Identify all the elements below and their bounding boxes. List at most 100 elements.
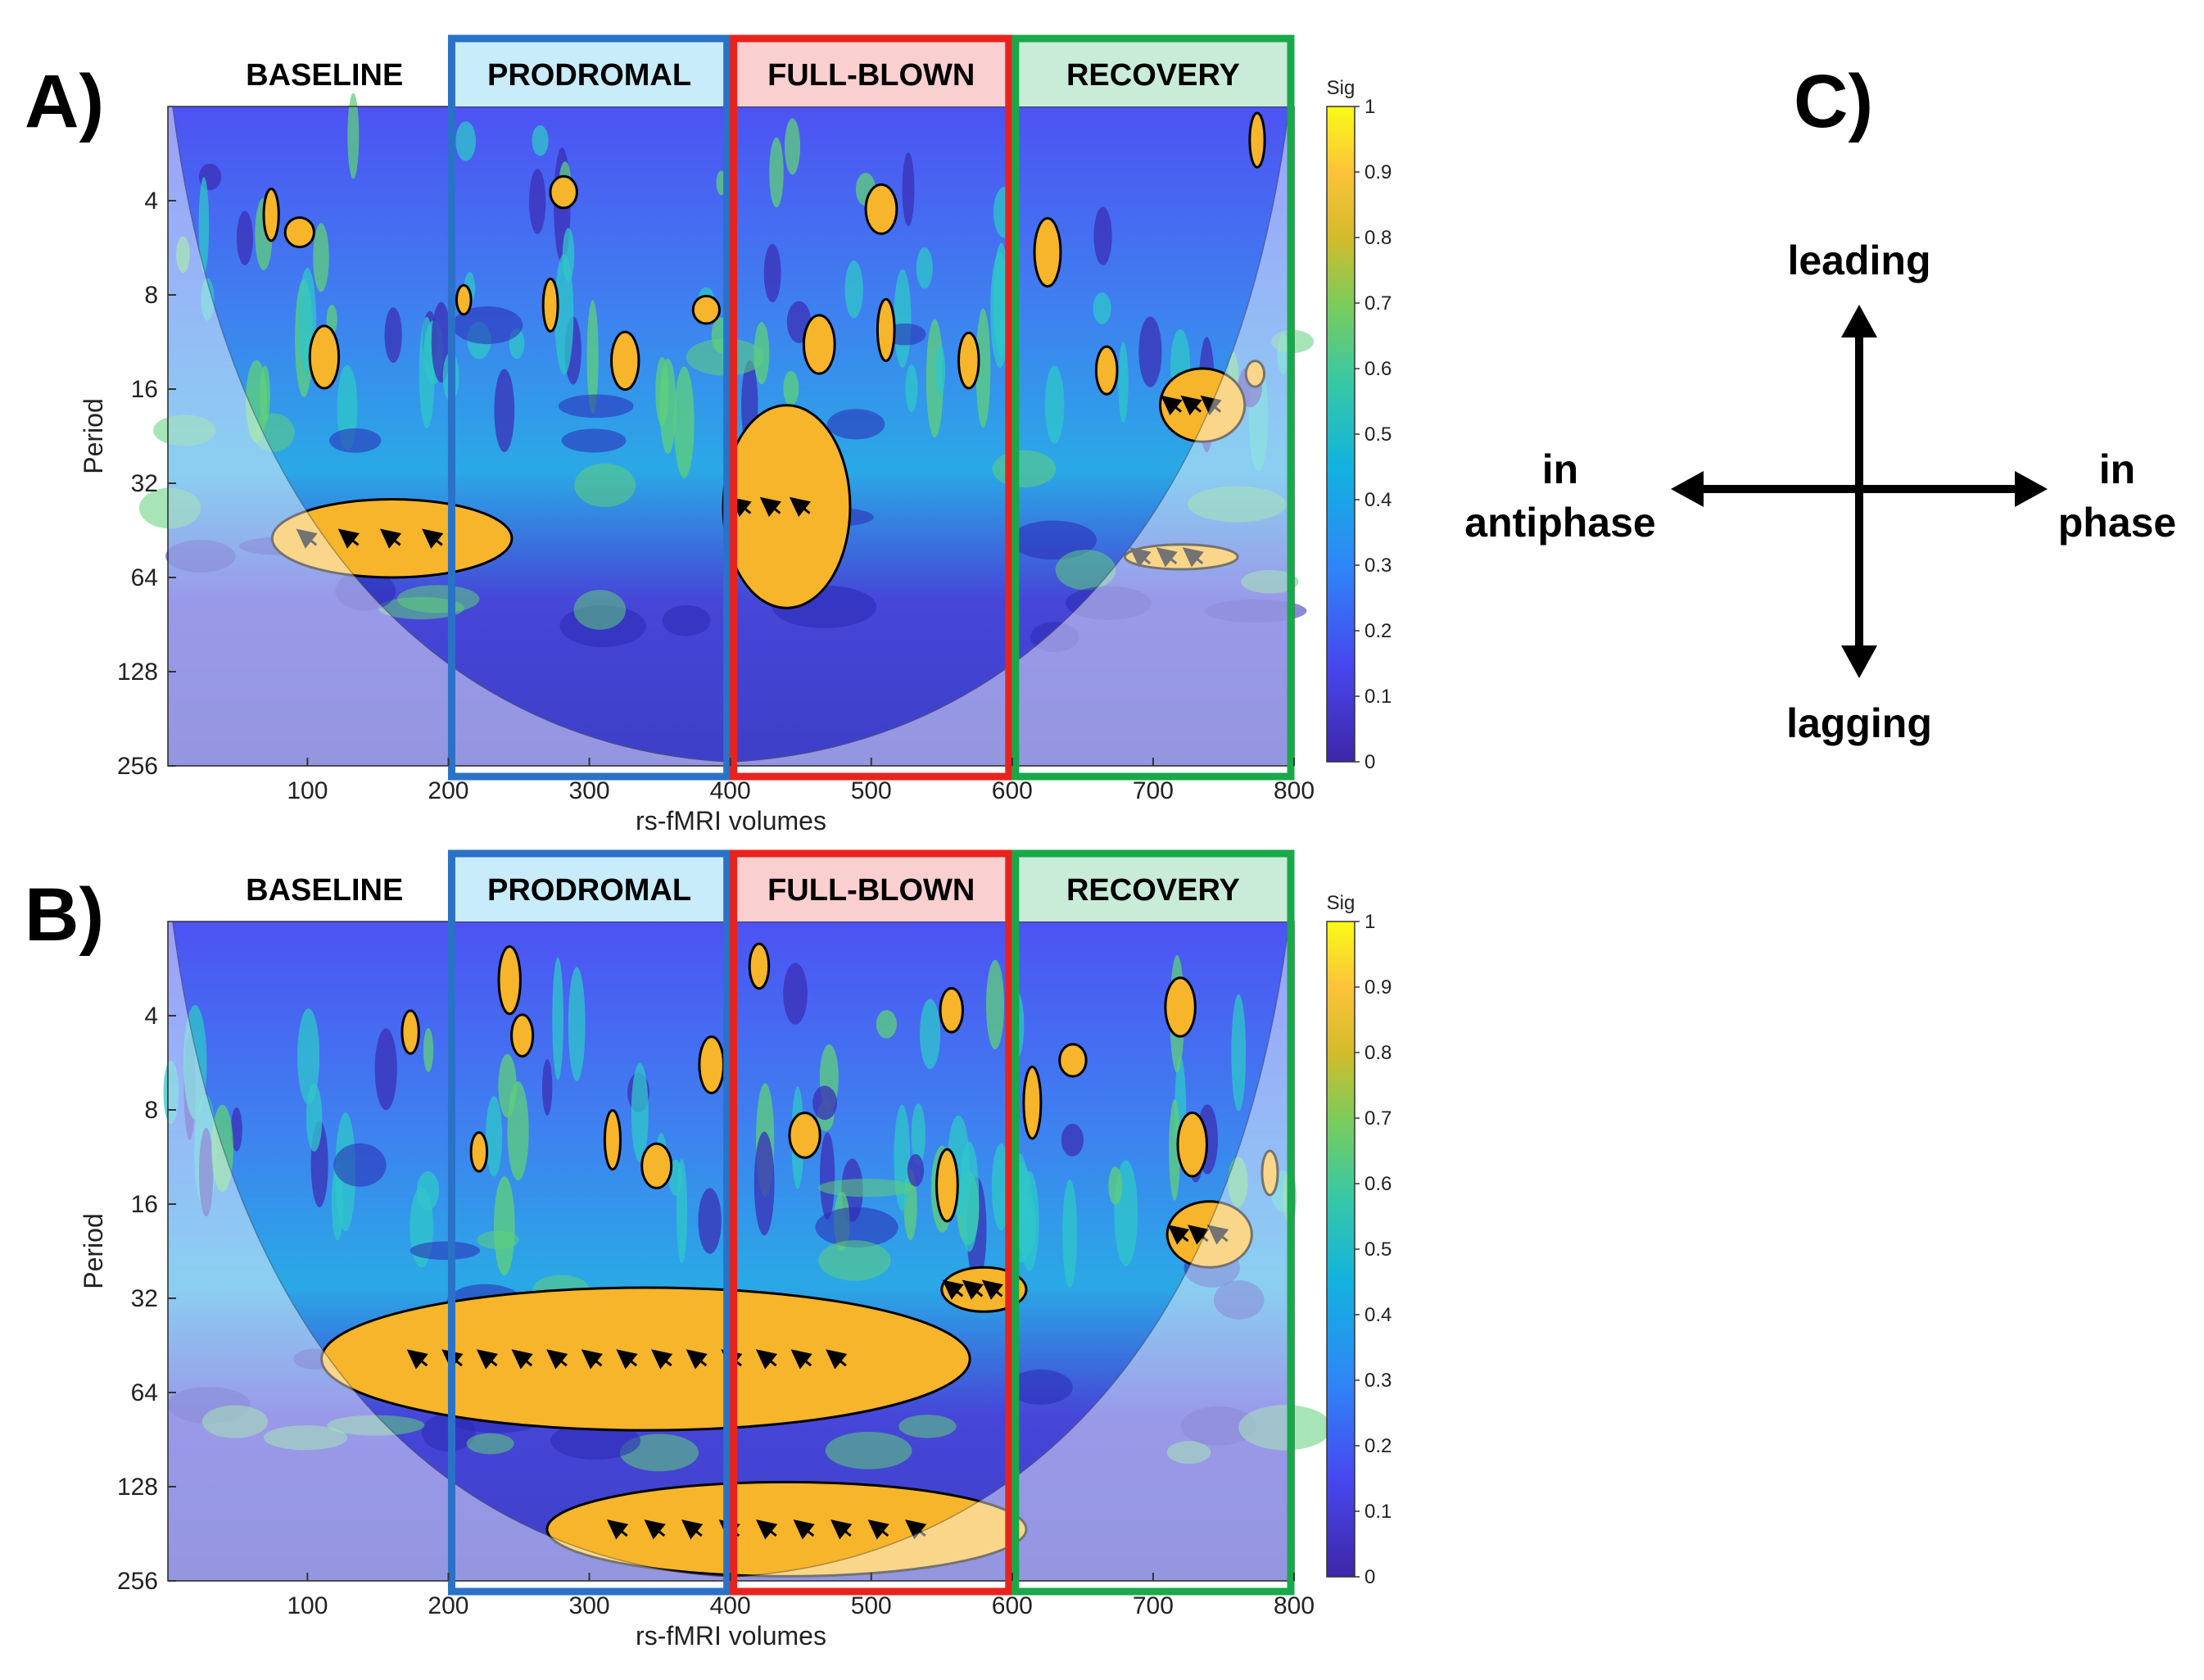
panel-c-letter: C) xyxy=(1794,60,1873,143)
phase-arrow xyxy=(867,1519,889,1540)
heatmap-cell xyxy=(211,1104,233,1193)
phase-arrow xyxy=(1156,547,1178,568)
significant-region xyxy=(698,1035,726,1094)
significant-region xyxy=(1164,976,1197,1038)
heatmap-cell xyxy=(826,409,885,440)
heatmap-cell xyxy=(568,967,586,1081)
x-tick-label: 600 xyxy=(992,777,1033,804)
phase-arrow xyxy=(942,1279,964,1300)
phase-arrow xyxy=(1200,395,1222,416)
heatmap-cell xyxy=(183,1004,207,1120)
heatmap-cell xyxy=(698,1188,722,1254)
x-tick-label: 500 xyxy=(851,777,892,804)
heatmap-cell xyxy=(817,1179,915,1198)
heatmap-cell xyxy=(975,308,991,428)
heatmap-cell xyxy=(1055,550,1116,591)
phase-arrow xyxy=(1182,547,1204,568)
colorbar-tick-label: 0.1 xyxy=(1364,686,1392,708)
heatmap-cell xyxy=(305,1083,323,1152)
significant-region xyxy=(1058,1043,1088,1078)
segment-label: RECOVERY xyxy=(1066,873,1240,908)
significant-region xyxy=(957,331,980,390)
heatmap-cell xyxy=(201,278,215,321)
significant-region xyxy=(1176,1111,1208,1178)
heatmap-cell xyxy=(1241,569,1299,594)
heatmap-cell xyxy=(165,540,236,573)
heatmap-cell xyxy=(260,365,270,424)
heatmap-cell xyxy=(820,1132,835,1220)
heatmap-cell xyxy=(554,253,574,375)
antiphase-label-line1: in xyxy=(1542,446,1578,492)
heatmap-cell xyxy=(416,1171,440,1211)
phase-arrow xyxy=(511,1349,533,1370)
segment-label-baseline: BASELINE xyxy=(246,873,403,908)
heatmap-cell xyxy=(333,1143,387,1187)
heatmap-cell xyxy=(327,1415,425,1436)
significant-region xyxy=(1094,345,1119,396)
lagging-label: lagging xyxy=(1786,700,1932,746)
heatmap-cell xyxy=(384,307,402,364)
x-tick-label: 200 xyxy=(428,777,468,804)
y-tick-label: 128 xyxy=(117,659,158,686)
antiphase-label-line2: antiphase xyxy=(1464,500,1655,546)
significant-region xyxy=(262,188,280,242)
heatmap-cell xyxy=(676,1158,688,1264)
y-axis-label: Period xyxy=(79,398,108,474)
phase-arrow xyxy=(296,528,318,549)
x-tick-label: 600 xyxy=(992,1592,1033,1619)
segment-header xyxy=(1015,854,1291,922)
heatmap-cell xyxy=(763,243,781,303)
segment-box xyxy=(730,34,1013,781)
heatmap-cell xyxy=(541,1058,553,1116)
heatmap-cell xyxy=(574,463,636,508)
heatmap-cell xyxy=(1238,1405,1333,1451)
segment-header xyxy=(451,854,727,922)
colorbar-tick-label: 0.9 xyxy=(1364,976,1392,998)
heatmap-cell xyxy=(313,223,329,292)
significant-region xyxy=(864,183,898,235)
heatmap-cell xyxy=(423,1027,434,1072)
heatmap-cell xyxy=(201,1405,269,1438)
heatmap-cell xyxy=(1180,1406,1256,1446)
significant-region xyxy=(469,1131,489,1173)
heatmap-cell xyxy=(176,236,190,274)
heatmap-cell xyxy=(452,306,523,345)
heatmap-cell xyxy=(1228,1157,1248,1207)
phase-arrow xyxy=(905,1519,927,1540)
colorbar-label: Sig xyxy=(1327,77,1355,99)
x-axis-label: rs-fMRI volumes xyxy=(636,1621,826,1651)
colorbar-tick-label: 0.1 xyxy=(1364,1501,1392,1523)
segment-label: PRODROMAL xyxy=(487,58,691,93)
colorbar-tick-label: 0.8 xyxy=(1364,1042,1392,1064)
heatmap-cell xyxy=(754,1131,775,1236)
colorbar-tick-label: 0.5 xyxy=(1364,1238,1392,1261)
phase-arrow xyxy=(756,1519,778,1540)
phase-arrow xyxy=(755,1349,778,1370)
heatmap-cell xyxy=(993,242,1009,357)
colorbar-label: Sig xyxy=(1327,892,1355,914)
significant-region xyxy=(1244,360,1266,388)
segment-label: PRODROMAL xyxy=(487,873,691,908)
colorbar-gradient xyxy=(1326,106,1355,763)
heatmap-cell xyxy=(153,414,216,446)
heatmap-cell xyxy=(1231,994,1247,1112)
heatmap-cell xyxy=(419,316,435,429)
colorbar-tick-label: 0.3 xyxy=(1364,555,1392,577)
heatmap-cell xyxy=(985,959,1004,1050)
panel-b-letter: B) xyxy=(25,873,104,957)
heatmap-cell xyxy=(1062,1179,1078,1288)
x-tick-label: 200 xyxy=(428,1592,468,1619)
heatmap-cell xyxy=(1044,365,1065,444)
segment-box xyxy=(447,849,731,1596)
heatmap-cell xyxy=(550,1422,641,1460)
heatmap-cell xyxy=(1030,622,1079,653)
significant-region xyxy=(788,1112,821,1159)
phase-arrow xyxy=(981,1279,1004,1300)
heatmap-cell xyxy=(328,428,382,453)
y-tick-label: 256 xyxy=(117,1568,158,1595)
segment-header xyxy=(733,38,1009,106)
segment-label-baseline: BASELINE xyxy=(246,58,403,93)
